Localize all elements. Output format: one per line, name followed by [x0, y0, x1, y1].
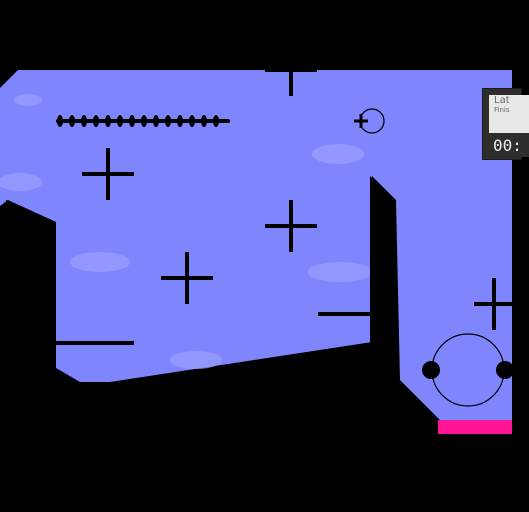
level-scene	[0, 68, 514, 434]
hud-time-box	[489, 133, 529, 157]
cloud-layer	[0, 94, 372, 369]
sky-area	[0, 70, 512, 420]
chain-link	[213, 115, 219, 127]
plus-marker-icon[interactable]	[474, 278, 512, 330]
cloud	[312, 144, 364, 164]
hud-subtitle: Finis	[494, 106, 510, 114]
chain-link	[153, 115, 159, 127]
chain-link	[189, 115, 195, 127]
plus-marker-icon[interactable]	[265, 68, 317, 96]
chain-link	[105, 115, 111, 127]
hud-title: Lat	[494, 95, 510, 106]
plus-marker-icon[interactable]	[82, 148, 134, 200]
bike-wheel-icon	[422, 333, 514, 407]
goal-strip	[438, 420, 512, 434]
chain-links	[57, 115, 219, 127]
cloud	[0, 173, 42, 191]
plus-marker-icon[interactable]	[265, 200, 317, 252]
crosshair-target-icon[interactable]	[354, 108, 385, 134]
chain-link	[165, 115, 171, 127]
chain-link	[141, 115, 147, 127]
right-post	[370, 176, 396, 370]
chain-link	[177, 115, 183, 127]
chain-link	[93, 115, 99, 127]
chain-link	[117, 115, 123, 127]
chain-link	[129, 115, 135, 127]
cloud	[170, 351, 222, 369]
plus-marker-icon[interactable]	[161, 252, 213, 304]
cloud	[14, 94, 42, 106]
cloud	[308, 262, 372, 282]
level-hud-panel: Lat Finis 00:	[482, 88, 529, 160]
chain-link	[57, 115, 63, 127]
chain-link	[201, 115, 207, 127]
cloud	[70, 252, 130, 272]
hud-timer: 00:	[493, 136, 522, 155]
chain-link	[69, 115, 75, 127]
chain-link	[81, 115, 87, 127]
left-pillar	[6, 200, 56, 372]
